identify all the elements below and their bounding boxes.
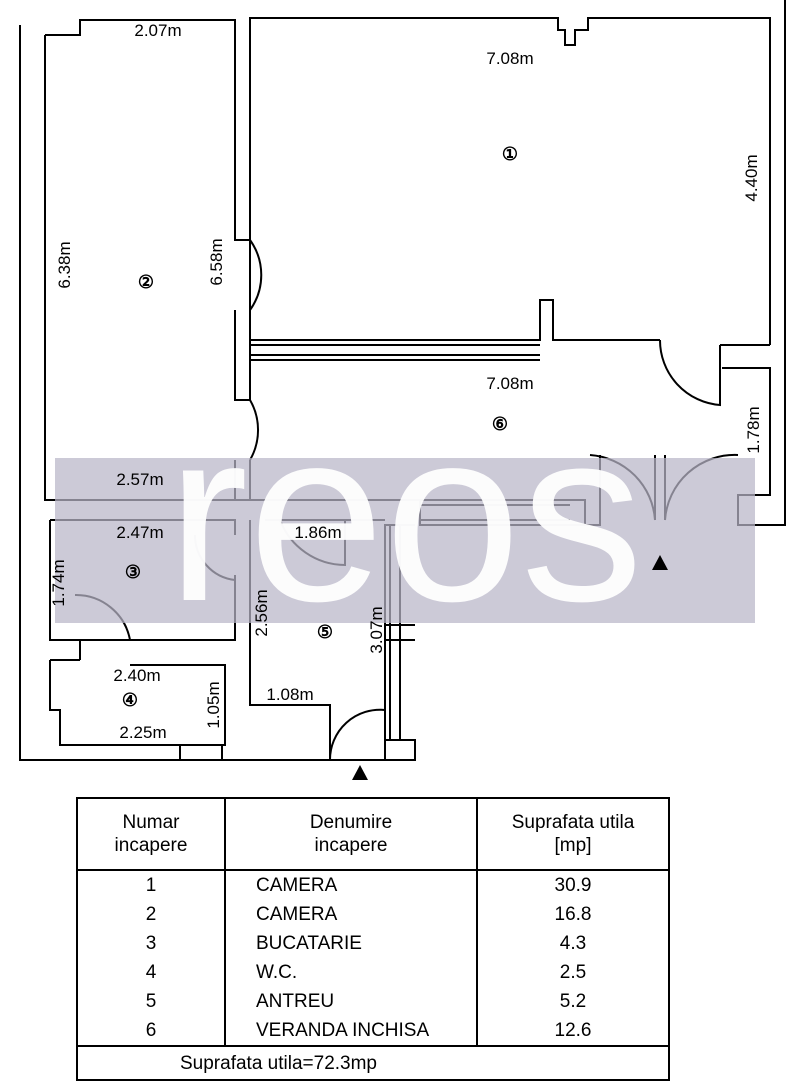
cell-name: CAMERA [224, 869, 478, 900]
dim-label: 2.47m [116, 523, 163, 542]
cell-area: 12.6 [476, 1016, 670, 1046]
cell-area: 2.5 [476, 958, 670, 987]
dim-label: 7.08m [486, 374, 533, 393]
area-table: Numar incapere Denumire incapere Suprafa… [76, 797, 670, 1081]
header-denumire: Denumire incapere [224, 797, 478, 871]
dim-label: 6.38m [55, 241, 74, 288]
dim-label: 1.05m [204, 681, 223, 728]
watermark-text: reos [167, 378, 644, 652]
dim-label: 1.86m [294, 523, 341, 542]
cell-name: W.C. [224, 958, 478, 987]
room-number-1: ① [502, 144, 518, 165]
dim-label: 6.58m [207, 238, 226, 285]
cell-nr: 3 [76, 929, 226, 958]
dim-label: 1.78m [744, 406, 763, 453]
dim-label: 3.07m [367, 606, 386, 653]
dim-label: 2.56m [252, 589, 271, 636]
dim-label: 2.07m [134, 21, 181, 40]
room-number-6: ⑥ [492, 414, 508, 435]
dim-label: 1.08m [266, 685, 313, 704]
room-number-2: ② [138, 272, 154, 293]
cell-nr: 1 [76, 869, 226, 900]
cell-nr: 2 [76, 900, 226, 929]
cell-name: ANTREU [224, 987, 478, 1016]
dim-label: 1.74m [49, 559, 68, 606]
table-header-row: Numar incapere Denumire incapere Suprafa… [76, 797, 670, 871]
cell-area: 16.8 [476, 900, 670, 929]
cell-area: 30.9 [476, 869, 670, 900]
cell-name: BUCATARIE [224, 929, 478, 958]
watermark: reos [55, 378, 755, 652]
cell-area: 5.2 [476, 987, 670, 1016]
cell-name: CAMERA [224, 900, 478, 929]
dim-label: 7.08m [486, 49, 533, 68]
table-total-row: Suprafata utila=72.3mp [76, 1045, 670, 1081]
cell-nr: 4 [76, 958, 226, 987]
header-numar: Numar incapere [76, 797, 226, 871]
entry-arrow-icon [652, 555, 668, 570]
room-number-4: ④ [122, 690, 138, 711]
dim-label: 2.25m [119, 723, 166, 742]
header-suprafata: Suprafata utila [mp] [476, 797, 670, 871]
room-number-5: ⑤ [317, 622, 333, 643]
entry-arrow-icon [352, 765, 368, 780]
total-area: Suprafata utila=72.3mp [76, 1045, 670, 1081]
dim-label: 2.57m [116, 470, 163, 489]
cell-nr: 5 [76, 987, 226, 1016]
floor-plan: reos ① ② ③ ④ ⑤ ⑥ 2.07m 7.08m 4.40m 6.38m… [19, 0, 786, 780]
room-number-3: ③ [125, 562, 141, 583]
cell-nr: 6 [76, 1016, 226, 1046]
dim-label: 2.40m [113, 666, 160, 685]
cell-name: VERANDA INCHISA [224, 1016, 478, 1046]
cell-area: 4.3 [476, 929, 670, 958]
dim-label: 4.40m [742, 154, 761, 201]
